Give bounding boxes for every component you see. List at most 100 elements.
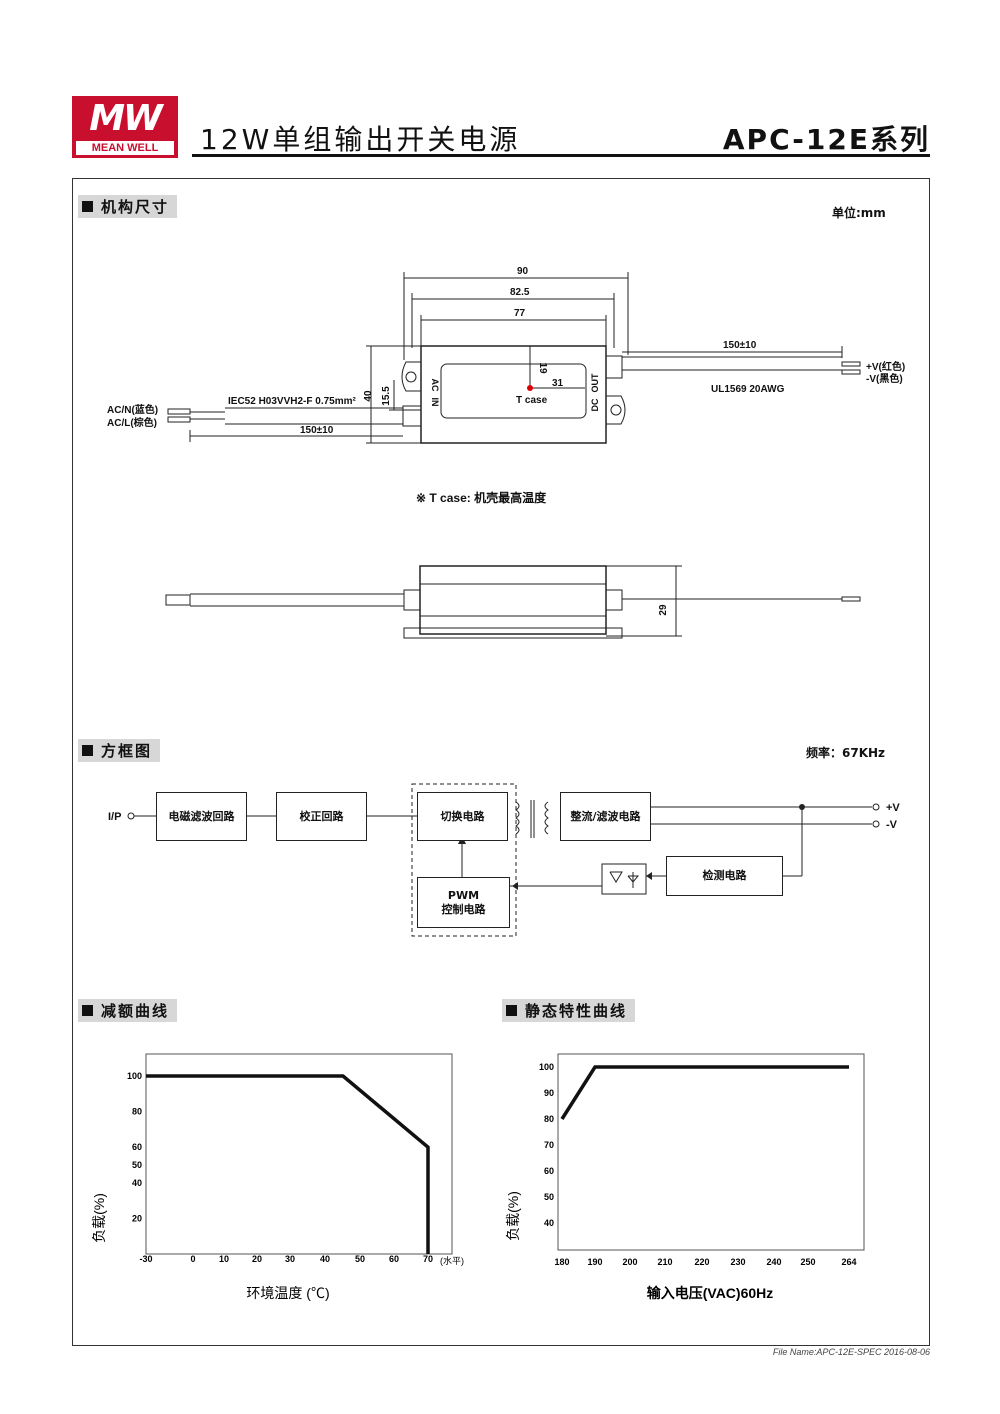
dim-82-5: 82.5 [510, 287, 530, 298]
body-dc-label: DC [590, 398, 600, 411]
output-plus-label: +V [886, 802, 900, 814]
tcase-note: ※ T case: 机壳最高温度 [416, 490, 547, 505]
static-y-tick: 50 [544, 1192, 554, 1202]
logo-mark: MW [89, 98, 163, 139]
pwm-label: PWM [447, 888, 480, 902]
derating-y-tick: 50 [132, 1160, 142, 1170]
derating-x-tick: 0 [190, 1254, 195, 1264]
mechanical-drawing: 90 82.5 77 40 15.5 19 31 29 150±10 150±1… [107, 266, 905, 639]
static-x-tick: 200 [622, 1257, 637, 1267]
pwm-control-block: PWM 控制电路 [417, 877, 510, 928]
static-x-tick: 264 [841, 1257, 856, 1267]
section-heading-text: 机构尺寸 [101, 198, 170, 216]
ac-n-label: AC/N(蓝色) [107, 403, 158, 416]
dim-77: 77 [514, 308, 526, 319]
derating-y-tick: 80 [132, 1107, 142, 1117]
section-heading-static: 静态特性曲线 [502, 999, 636, 1022]
derating-x-tick: 40 [320, 1254, 330, 1264]
static-xlabel: 输入电压(VAC)60Hz [647, 1285, 774, 1301]
static-y-tick: 60 [544, 1166, 554, 1176]
body-in-label: IN [430, 398, 440, 407]
static-plot-frame [557, 1053, 865, 1251]
document-title: 12W单组输出开关电源 [200, 123, 521, 156]
logo-brand: MEAN WELL [76, 141, 174, 155]
derating-y-tick: 40 [132, 1178, 142, 1188]
static-y-tick: 40 [544, 1218, 554, 1228]
derating-ylabel: 负载(%) [91, 1193, 107, 1243]
derating-x-tick: 60 [389, 1254, 399, 1264]
derating-x-tick: 20 [252, 1254, 262, 1264]
detection-block: 检测电路 [666, 856, 783, 896]
file-name-footer: File Name:APC-12E-SPEC 2016-08-06 [772, 1347, 930, 1357]
frequency-note: 频率：67KHz [806, 746, 886, 760]
series-title: APC-12E系列 [722, 123, 930, 156]
tcase-point [527, 385, 533, 391]
derating-x-tick: 70 [423, 1254, 433, 1264]
static-x-tick: 250 [800, 1257, 815, 1267]
dim-19: 19 [537, 362, 548, 374]
derating-x-tick: -30 [139, 1254, 152, 1264]
switching-block: 切换电路 [417, 792, 508, 841]
v-minus-label: -V(黑色) [866, 372, 903, 385]
charts-area: 负载(%) 环境温度 (℃) (水平) -30 0 10 20 30 40 50 60 70 10… [91, 1053, 865, 1301]
static-x-tick: 180 [554, 1257, 569, 1267]
dc-cable-spec: UL1569 20AWG [711, 384, 785, 395]
bullet-square-icon [82, 745, 93, 756]
ac-cable-length: 150±10 [300, 425, 334, 436]
derating-x-unit: (水平) [440, 1255, 464, 1266]
dim-40: 40 [363, 390, 374, 402]
mean-well-logo: MW MEAN WELL [72, 96, 178, 158]
pwm-control-label: 控制电路 [441, 902, 486, 916]
section-heading-derating: 减额曲线 [78, 999, 178, 1022]
rectifier-filter-block: 整流/滤波电路 [560, 792, 651, 841]
section-heading-mechanical: 机构尺寸 [78, 195, 178, 218]
block-diagram-wires: I/P +V -V [108, 783, 900, 937]
body-out-label: OUT [590, 373, 600, 393]
derating-x-tick: 10 [219, 1254, 229, 1264]
content-frame [72, 178, 930, 1346]
static-x-tick: 220 [694, 1257, 709, 1267]
static-y-tick: 80 [544, 1114, 554, 1124]
section-heading-block: 方框图 [78, 739, 161, 762]
static-y-tick: 90 [544, 1088, 554, 1098]
static-x-tick: 210 [657, 1257, 672, 1267]
derating-xlabel: 环境温度 (℃) [246, 1285, 329, 1301]
body-ac-label: AC [430, 379, 440, 392]
bullet-square-icon [506, 1005, 517, 1016]
derating-chart: 负载(%) 环境温度 (℃) (水平) -30 0 10 20 30 40 50 60 70 10… [91, 1053, 464, 1301]
derating-y-tick: 100 [127, 1071, 142, 1081]
section-heading-text: 减额曲线 [101, 1002, 170, 1020]
section-heading-text: 静态特性曲线 [525, 1002, 628, 1020]
bullet-square-icon [82, 201, 93, 212]
dim-31: 31 [552, 378, 564, 389]
derating-x-tick: 50 [355, 1254, 365, 1264]
static-chart: 负载(%) 输入电压(VAC)60Hz 180 190 200 210 220 230 24… [505, 1053, 865, 1301]
v-plus-label: +V(红色) [866, 360, 905, 373]
static-y-tick: 100 [539, 1062, 554, 1072]
dc-cable-length: 150±10 [723, 340, 757, 351]
static-x-tick: 190 [587, 1257, 602, 1267]
tcase-label: T case [516, 395, 548, 406]
pfc-block: 校正回路 [276, 792, 367, 841]
emi-filter-block: 电磁滤波回路 [156, 792, 247, 841]
bullet-square-icon [82, 1005, 93, 1016]
section-heading-text: 方框图 [101, 742, 153, 760]
derating-plot-frame [145, 1053, 453, 1255]
title-rule [192, 154, 930, 157]
dim-15-5: 15.5 [381, 386, 392, 406]
static-x-tick: 240 [766, 1257, 781, 1267]
output-minus-label: -V [886, 819, 898, 831]
static-y-tick: 70 [544, 1140, 554, 1150]
input-label: I/P [108, 811, 121, 823]
static-curve [560, 1065, 849, 1120]
ac-cable-spec: IEC52 H03VVH2-F 0.75mm² [228, 396, 357, 407]
dim-90: 90 [517, 266, 529, 277]
derating-y-tick: 20 [132, 1213, 142, 1223]
ac-l-label: AC/L(棕色) [107, 416, 157, 429]
static-x-tick: 230 [730, 1257, 745, 1267]
derating-y-tick: 60 [132, 1142, 142, 1152]
derating-curve [146, 1074, 430, 1254]
static-ylabel: 负载(%) [505, 1191, 521, 1241]
derating-x-tick: 30 [285, 1254, 295, 1264]
dim-29: 29 [658, 604, 669, 616]
